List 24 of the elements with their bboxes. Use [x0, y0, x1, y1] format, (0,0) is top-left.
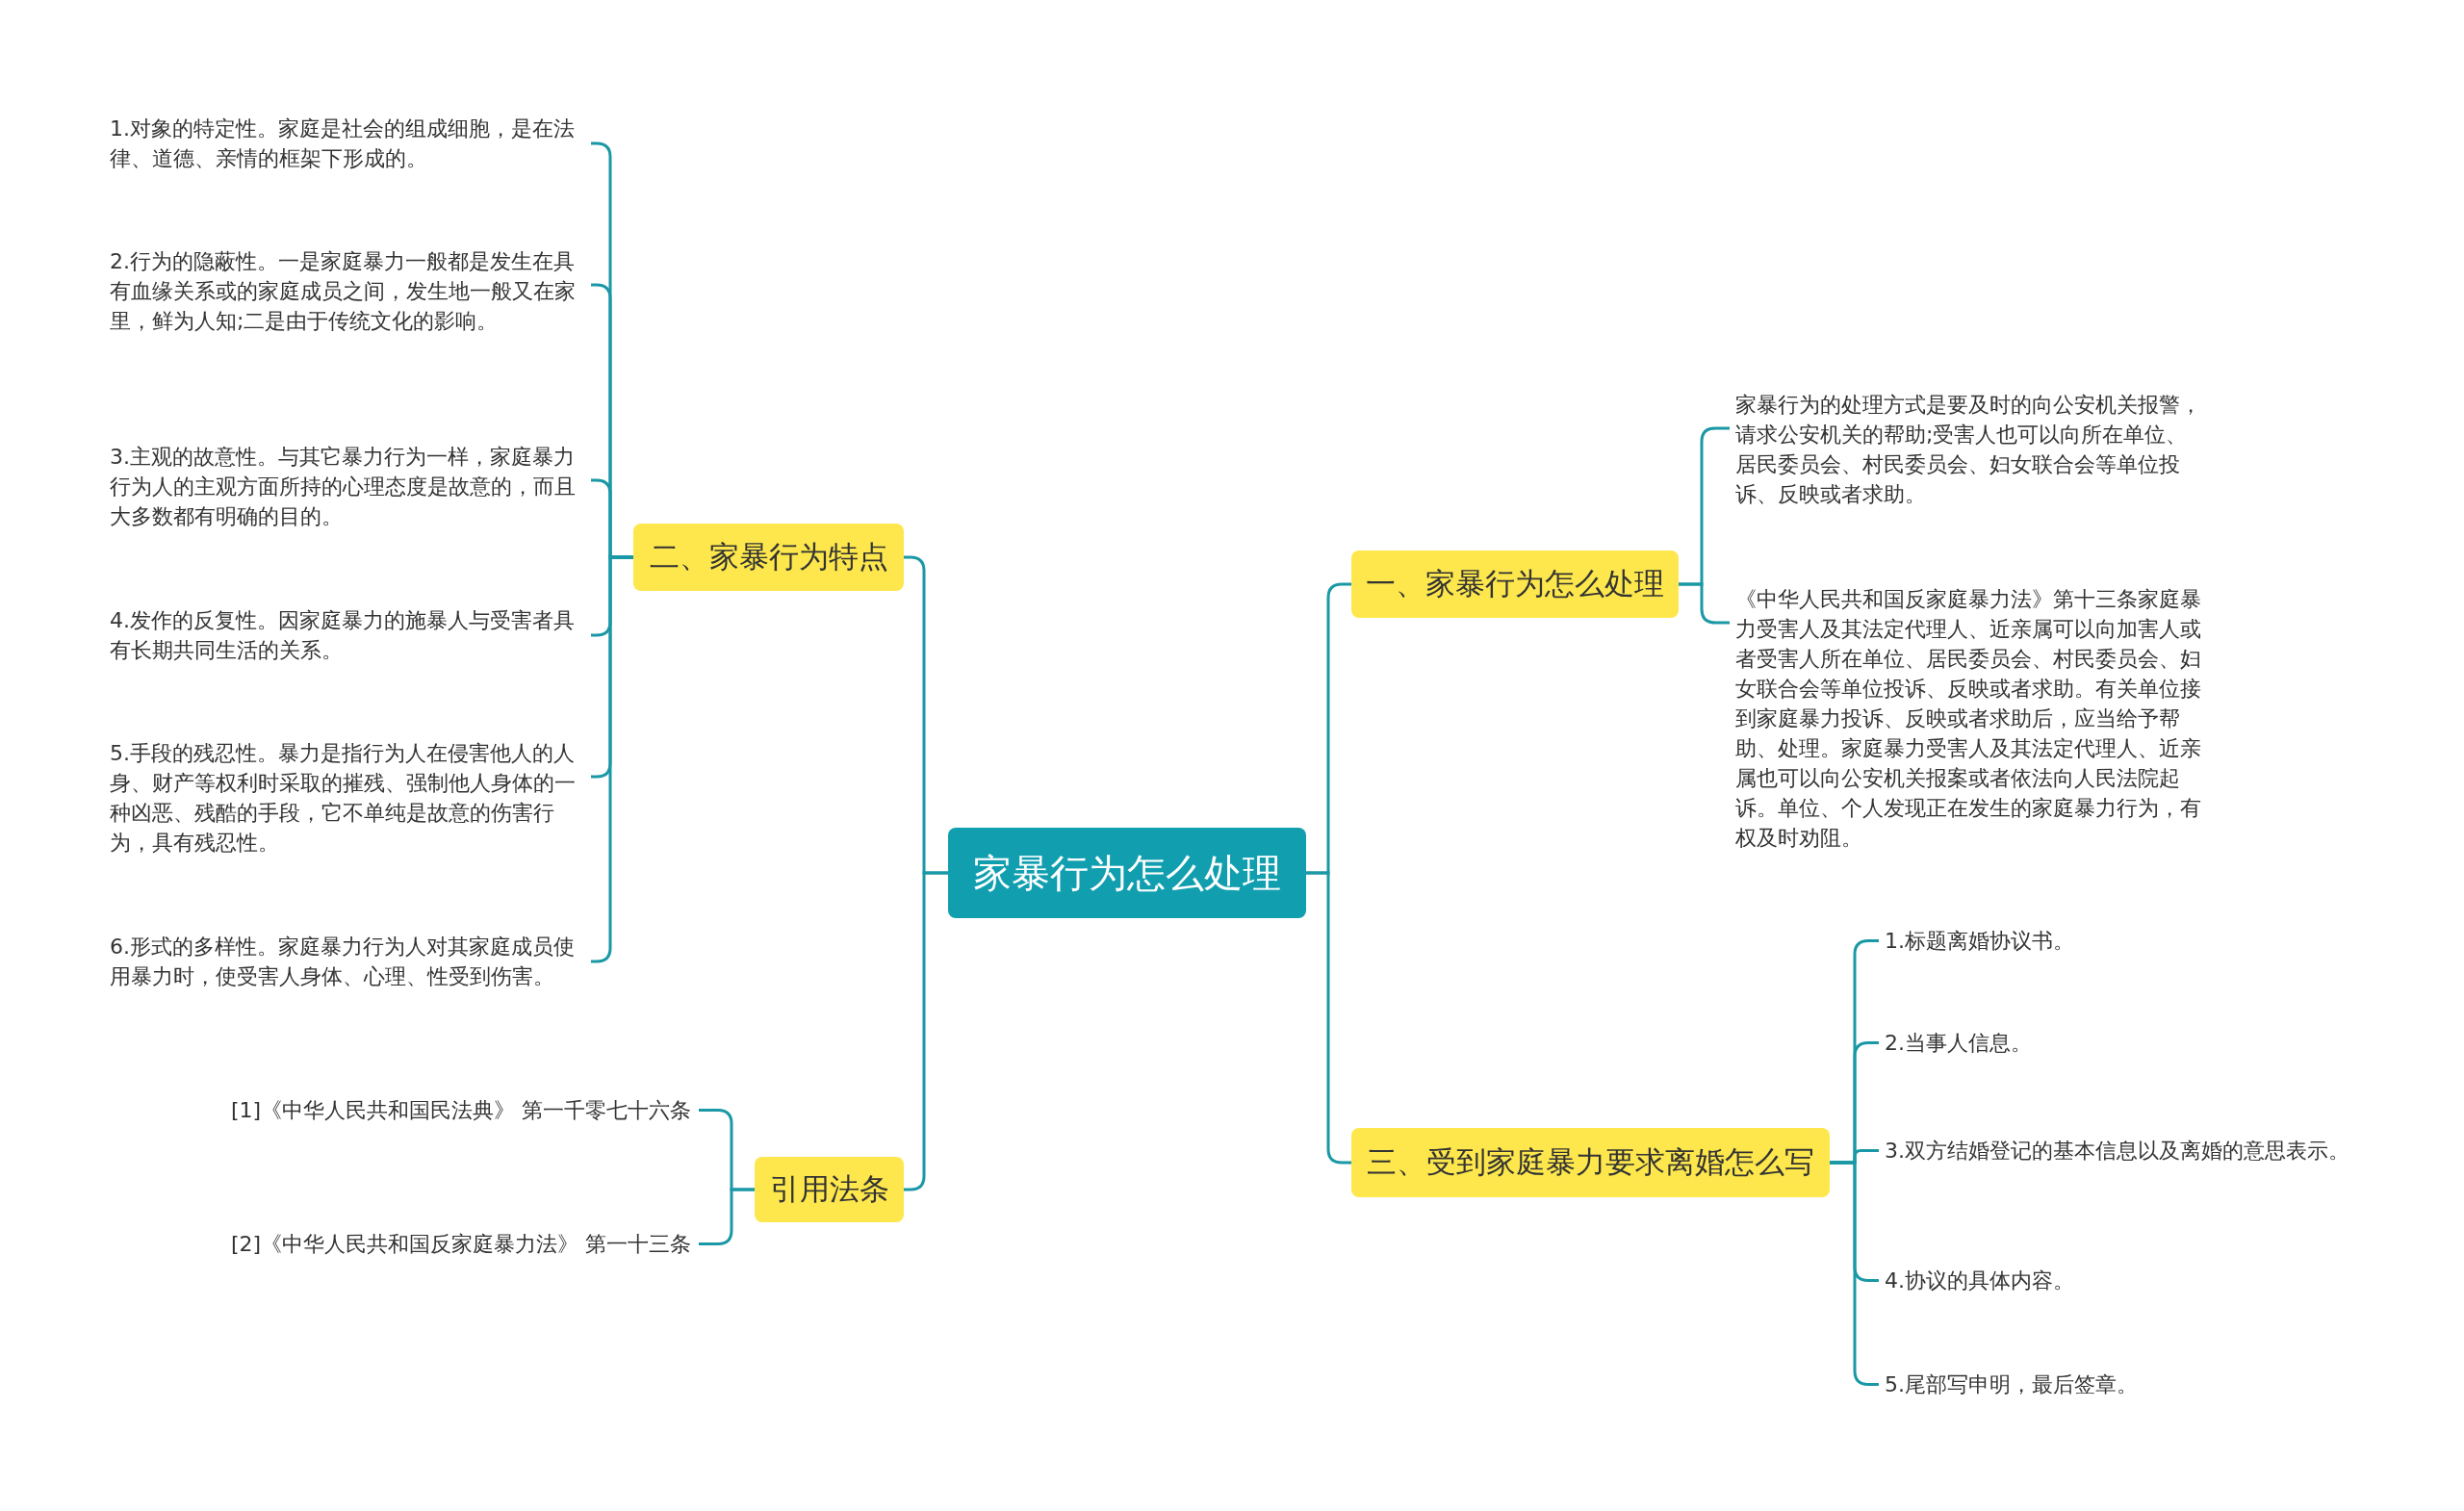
leaf-text: 家暴行为的处理方式是要及时的向公安机关报警，请求公安机关的帮助;受害人也可以向所在单位、居民委员会、村民委员会、妇女联合会等单位投诉、反映或者求助。 [1735, 390, 2207, 509]
connector-line [591, 555, 633, 963]
connector-line [1306, 871, 1351, 1165]
leaf-text: 《中华人民共和国反家庭暴力法》第十三条家庭暴力受害人及其法定代理人、近亲属可以向加害人或者受害人所在单位、居民委员会、村民委员会、妇女联合会等单位投诉、反映或者求助。有关单位接到家庭暴力投诉、反映或者求助后，应当给予帮助、处理。家庭暴力受害人及其法定代理人、近亲属也可以向公安机关报案或者依法向人民法院起诉。单位、个人发现正在发生的家庭暴力行为，有权及时劝阻。 [1735, 584, 2207, 853]
leaf-text: 6.形式的多样性。家庭暴力行为人对其家庭成员使用暴力时，使受害人身体、心理、性受到伤害。 [110, 932, 585, 991]
leaf-text: 2.行为的隐蔽性。一是家庭暴力一般都是发生在具有血缘关系或的家庭成员之间，发生地一般又在家里，鲜为人知;二是由于传统文化的影响。 [110, 246, 585, 336]
connector-line [904, 871, 948, 1191]
leaf-text: 4.发作的反复性。因家庭暴力的施暴人与受害者具有长期共同生活的关系。 [110, 605, 585, 665]
leaf-text: 2.当事人信息。 [1885, 1028, 2337, 1058]
connector-line [1679, 582, 1730, 625]
leaf-text: 5.手段的残忍性。暴力是指行为人在侵害他人的人身、财产等权利时采取的摧残、强制他人身体的一种凶恶、残酷的手段，它不单纯是故意的伤害行为，具有残忍性。 [110, 738, 585, 858]
leaf-text: 1.对象的特定性。家庭是社会的组成细胞，是在法律、道德、亲情的框架下形成的。 [110, 114, 585, 173]
leaf-text: 3.双方结婚登记的基本信息以及离婚的意思表示。 [1885, 1136, 2366, 1165]
branch-topic: 引用法条 [755, 1157, 904, 1222]
branch-topic: 一、家暴行为怎么处理 [1351, 551, 1679, 618]
leaf-text: 3.主观的故意性。与其它暴力行为一样，家庭暴力行为人的主观方面所持的心理态度是故意的，而且大多数都有明确的目的。 [110, 442, 585, 531]
central-topic: 家暴行为怎么处理 [948, 828, 1306, 918]
leaf-text: 4.协议的具体内容。 [1885, 1266, 2337, 1295]
leaf-text: [2]《中华人民共和国反家庭暴力法》 第一十三条 [231, 1229, 693, 1259]
leaf-text: 5.尾部写申明，最后签章。 [1885, 1370, 2337, 1399]
leaf-text: 1.标题离婚协议书。 [1885, 926, 2337, 956]
branch-topic: 二、家暴行为特点 [633, 524, 904, 591]
leaf-text: [1]《中华人民共和国民法典》 第一千零七十六条 [231, 1095, 693, 1125]
branch-topic: 三、受到家庭暴力要求离婚怎么写 [1351, 1128, 1830, 1197]
